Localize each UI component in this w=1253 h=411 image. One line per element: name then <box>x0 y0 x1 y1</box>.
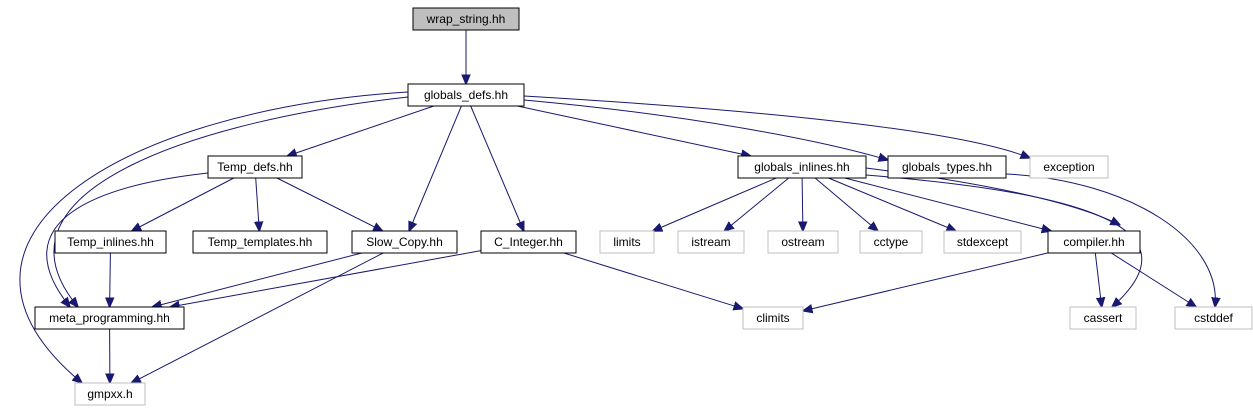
node-box <box>887 155 1007 179</box>
node-label: compiler.hh <box>1063 235 1124 249</box>
node-wrap-string[interactable]: wrap_string.hh <box>412 7 520 31</box>
node-globals-defs[interactable]: globals_defs.hh <box>407 83 525 107</box>
edge-Temp-defs-to-Temp-templates <box>256 177 260 231</box>
edge-globals-defs-to-meta-programming <box>53 96 409 307</box>
node-cassert: cassert <box>1069 306 1137 330</box>
edge-globals-inlines-to-cctype <box>814 177 878 231</box>
node-label: gmpxx.h <box>87 387 132 401</box>
edge-globals-defs-to-C-Integer <box>470 105 524 231</box>
node-box <box>1069 306 1137 330</box>
node-label: globals_types.hh <box>902 160 992 174</box>
edge-Temp-defs-to-meta-programming <box>46 172 209 307</box>
edge-globals-inlines-to-ostream <box>802 177 803 231</box>
node-box <box>742 306 804 330</box>
node-box <box>192 230 328 254</box>
edge-globals-inlines-to-istream <box>724 177 790 231</box>
edge-globals-defs-to-exception <box>523 95 1030 158</box>
node-cstddef: cstddef <box>1174 306 1253 330</box>
node-box <box>54 230 167 254</box>
node-gmpxx: gmpxx.h <box>74 382 146 406</box>
edge-globals-inlines-to-limits <box>653 177 777 231</box>
node-cctype: cctype <box>859 230 923 254</box>
node-label: exception <box>1043 160 1094 174</box>
node-label: cctype <box>874 235 909 249</box>
edge-compiler-to-climits <box>803 252 1049 311</box>
node-C-Integer[interactable]: C_Integer.hh <box>480 230 577 254</box>
edge-globals-defs-to-Temp-defs <box>287 105 434 156</box>
node-label: istream <box>691 235 730 249</box>
node-label: stdexcept <box>957 235 1009 249</box>
node-box <box>859 230 923 254</box>
node-meta-programming[interactable]: meta_programming.hh <box>34 306 185 330</box>
node-box <box>677 230 745 254</box>
node-label: limits <box>613 235 640 249</box>
node-label: meta_programming.hh <box>49 311 170 325</box>
node-Temp-inlines[interactable]: Temp_inlines.hh <box>54 230 167 254</box>
node-Temp-defs[interactable]: Temp_defs.hh <box>207 155 303 179</box>
node-box <box>1029 155 1109 179</box>
node-box <box>767 230 839 254</box>
edge-Temp-defs-to-Slow-Copy <box>276 177 383 231</box>
node-box <box>34 306 185 330</box>
edge-Temp-defs-to-Temp-inlines <box>132 177 235 231</box>
edge-globals-defs-to-globals-inlines <box>517 105 750 156</box>
node-box <box>407 83 525 107</box>
node-globals-inlines[interactable]: globals_inlines.hh <box>737 155 867 179</box>
node-Temp-templates[interactable]: Temp_templates.hh <box>192 230 328 254</box>
edge-globals-inlines-to-compiler <box>844 177 1051 231</box>
node-label: Temp_templates.hh <box>208 235 313 249</box>
node-label: climits <box>756 311 789 325</box>
node-label: Temp_inlines.hh <box>67 235 154 249</box>
node-stdexcept: stdexcept <box>943 230 1022 254</box>
edge-globals-defs-to-Slow-Copy <box>409 105 462 231</box>
node-box <box>737 155 867 179</box>
node-label: cstddef <box>1194 311 1233 325</box>
node-box <box>412 7 520 31</box>
node-label: wrap_string.hh <box>426 12 506 26</box>
edge-globals-defs-to-globals-types <box>523 99 888 160</box>
node-limits: limits <box>599 230 655 254</box>
node-label: globals_defs.hh <box>424 88 508 102</box>
node-box <box>599 230 655 254</box>
edge-C-Integer-to-climits <box>563 252 743 309</box>
edge-C-Integer-to-meta-programming <box>170 250 482 307</box>
node-box <box>74 382 146 406</box>
node-Slow-Copy[interactable]: Slow_Copy.hh <box>351 230 458 254</box>
node-box <box>1174 306 1253 330</box>
edge-compiler-to-cassert <box>1094 252 1101 307</box>
edge-globals-defs-to-gmpxx <box>19 91 409 383</box>
node-ostream: ostream <box>767 230 839 254</box>
node-box <box>351 230 458 254</box>
node-box <box>943 230 1022 254</box>
node-box <box>207 155 303 179</box>
edges-layer <box>19 30 1215 383</box>
node-label: ostream <box>781 235 824 249</box>
node-globals-types[interactable]: globals_types.hh <box>887 155 1007 179</box>
nodes-layer: wrap_string.hh globals_defs.hhTemp_defs.h… <box>34 7 1253 406</box>
edge-compiler-to-cstddef <box>1111 252 1196 307</box>
node-climits: climits <box>742 306 804 330</box>
edge-globals-types-to-cstddef <box>1005 173 1215 307</box>
node-box <box>480 230 577 254</box>
edge-Slow-Copy-to-gmpxx <box>131 252 384 383</box>
node-label: globals_inlines.hh <box>754 160 849 174</box>
node-box <box>1047 230 1141 254</box>
node-exception: exception <box>1029 155 1109 179</box>
node-label: C_Integer.hh <box>494 235 563 249</box>
edge-Slow-Copy-to-meta-programming <box>152 252 362 307</box>
node-label: Temp_defs.hh <box>217 160 292 174</box>
node-label: Slow_Copy.hh <box>366 235 443 249</box>
edge-globals-inlines-to-stdexcept <box>828 177 957 231</box>
node-compiler[interactable]: compiler.hh <box>1047 230 1141 254</box>
node-label: cassert <box>1084 311 1123 325</box>
node-istream: istream <box>677 230 745 254</box>
edge-Temp-inlines-to-meta-programming <box>110 252 111 307</box>
